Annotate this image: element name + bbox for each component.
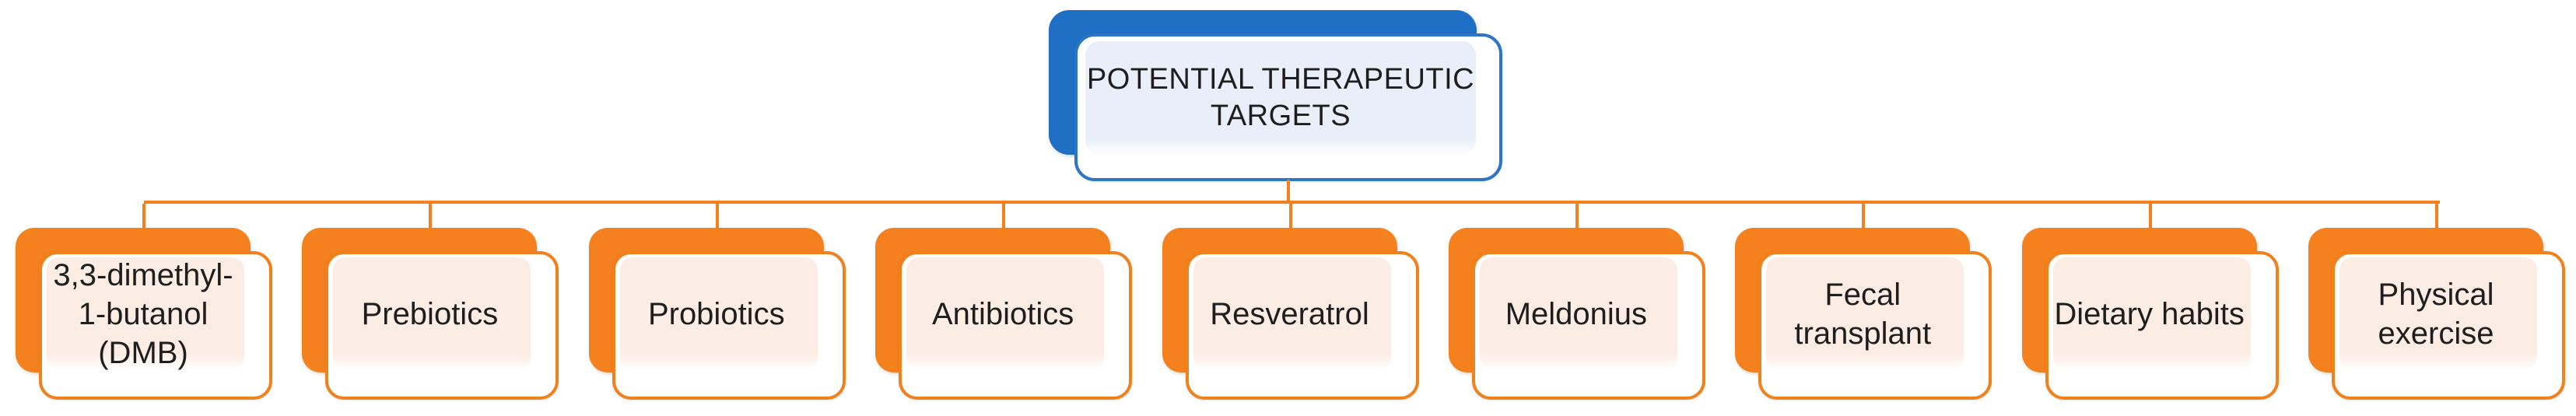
connector-stub: [1002, 204, 1006, 229]
node-front-shape: Fecal transplant: [1758, 251, 1992, 400]
node-label: Fecal transplant: [1794, 277, 1932, 351]
node-fill-shape: Meldonius: [1479, 257, 1677, 370]
connector-root-vertical: [1287, 180, 1290, 204]
root-node-potential-therapeutic-targets: POTENTIAL THERAPEUTIC TARGETS: [1049, 10, 1502, 181]
node-front-shape: Dietary habits: [2045, 251, 2279, 400]
connector-stub: [142, 204, 145, 229]
node-dietary-habits: Dietary habits: [2021, 204, 2279, 416]
node-label: Prebiotics: [361, 296, 499, 331]
node-fill-shape: 3,3-dimethyl- 1-butanol (DMB): [47, 257, 244, 370]
node-front-shape: Antibiotics: [899, 251, 1133, 400]
connector-horizontal-rail: [144, 201, 2440, 204]
root-front-shape: POTENTIAL THERAPEUTIC TARGETS: [1074, 33, 1502, 181]
node-probiotics: Probiotics: [588, 204, 846, 416]
node-front-shape: Probiotics: [612, 251, 846, 400]
connector-stub: [429, 204, 433, 229]
node-fill-shape: Probiotics: [619, 257, 818, 370]
node-front-shape: Meldonius: [1471, 251, 1705, 400]
node-front-shape: 3,3-dimethyl- 1-butanol (DMB): [39, 251, 272, 400]
connector-stub: [1575, 204, 1579, 229]
node-fill-shape: Antibiotics: [906, 257, 1105, 370]
connector-stub: [2435, 204, 2438, 229]
root-fill-shape: POTENTIAL THERAPEUTIC TARGETS: [1085, 41, 1476, 155]
node-fill-shape: Dietary habits: [2052, 257, 2251, 370]
node-front-shape: Physical exercise: [2332, 251, 2565, 400]
node-label: Physical exercise: [2378, 277, 2494, 351]
node-meldonius: Meldonius: [1448, 204, 1705, 416]
node-fill-shape: Resveratrol: [1193, 257, 1391, 370]
node-antibiotics: Antibiotics: [875, 204, 1133, 416]
connector-stub: [715, 204, 719, 229]
root-label: POTENTIAL THERAPEUTIC TARGETS: [1086, 62, 1475, 133]
node-resveratrol: Resveratrol: [1162, 204, 1419, 416]
node-physical-exercise: Physical exercise: [2308, 204, 2565, 416]
node-fill-shape: Physical exercise: [2339, 257, 2537, 370]
node-label: Dietary habits: [2054, 296, 2245, 331]
node-front-shape: Prebiotics: [325, 251, 559, 400]
node-dmb: 3,3-dimethyl- 1-butanol (DMB): [16, 204, 272, 416]
node-fecal-transplant: Fecal transplant: [1735, 204, 1992, 416]
connector-stub: [1862, 204, 1866, 229]
node-label: Probiotics: [647, 296, 785, 331]
connector-stub: [2148, 204, 2152, 229]
children-row: 3,3-dimethyl- 1-butanol (DMB) Prebiotics…: [16, 204, 2565, 416]
node-front-shape: Resveratrol: [1185, 251, 1419, 400]
node-label: Resveratrol: [1210, 296, 1369, 331]
node-label: Antibiotics: [931, 296, 1074, 331]
node-fill-shape: Fecal transplant: [1766, 257, 1964, 370]
connector-stub: [1288, 204, 1292, 229]
node-label: 3,3-dimethyl- 1-butanol (DMB): [53, 257, 233, 370]
node-fill-shape: Prebiotics: [333, 257, 531, 370]
node-label: Meldonius: [1505, 296, 1648, 331]
node-prebiotics: Prebiotics: [302, 204, 559, 416]
